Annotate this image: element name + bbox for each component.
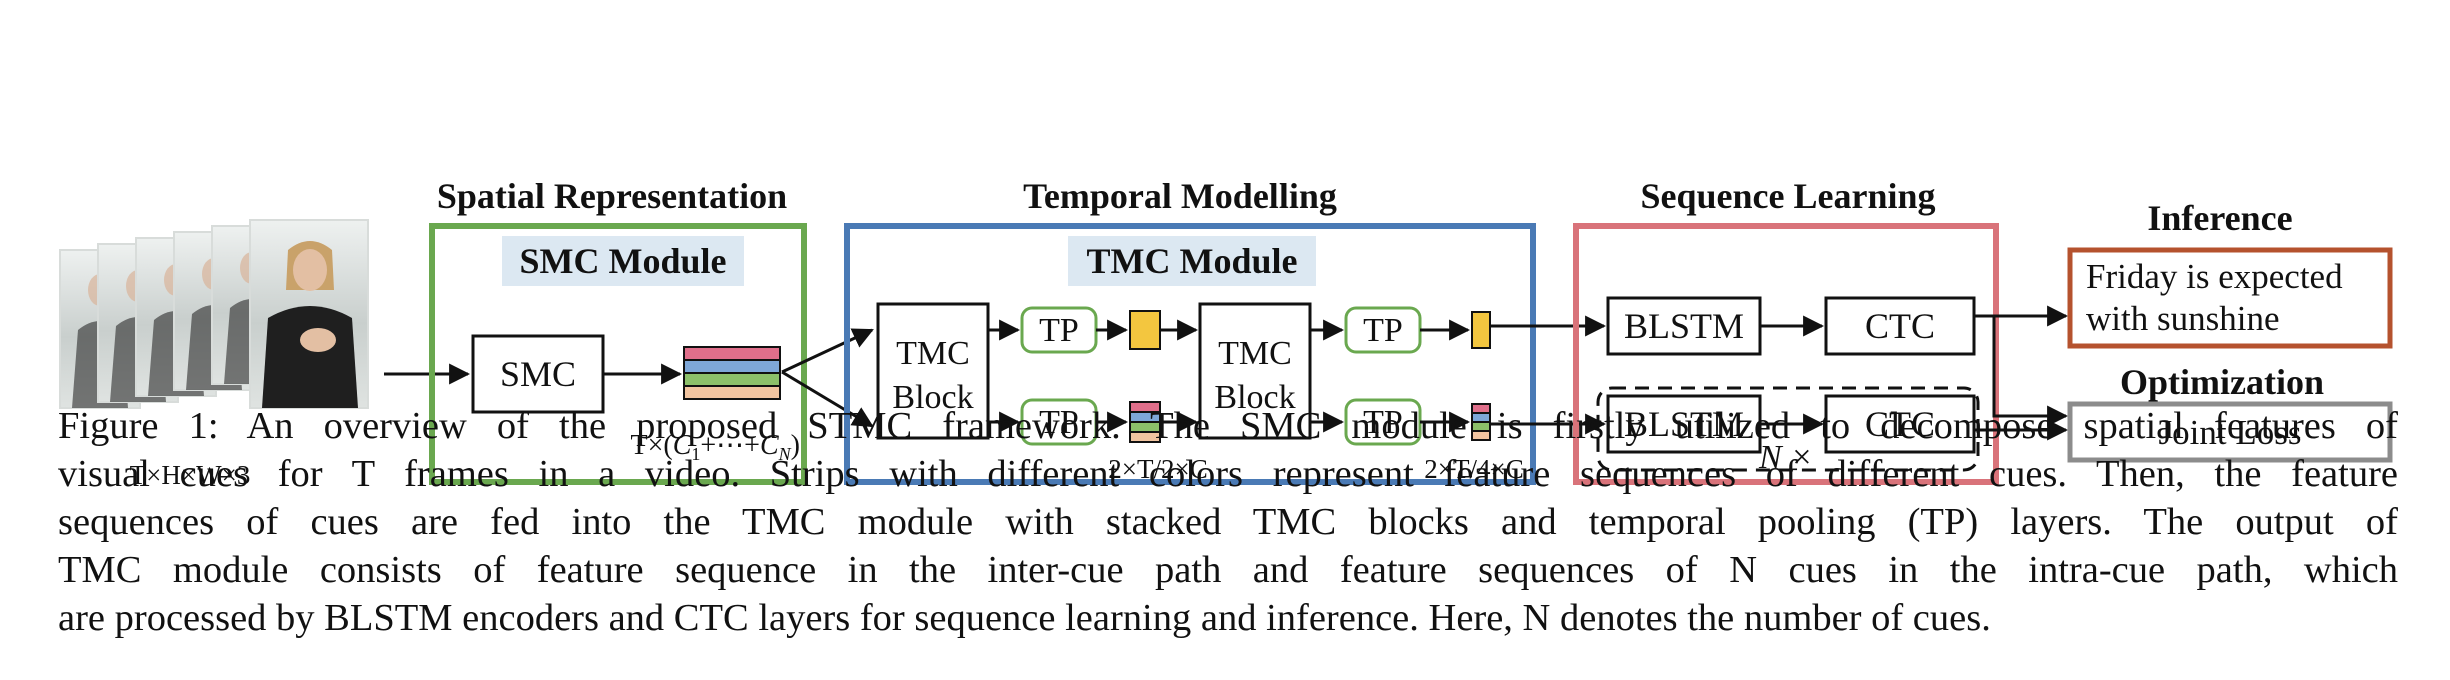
figure-caption: Figure 1: An overview of the proposed ST…	[58, 402, 2398, 642]
smc-module-label: SMC Module	[520, 241, 727, 281]
section-title-spatial: Spatial Representation	[437, 176, 787, 216]
ctc-intra-label: CTC	[1865, 404, 1935, 444]
caption-line-3: sequences of cues are fed into the TMC m…	[58, 501, 2398, 543]
arrow-ctc-inter-to-loss	[1974, 314, 2069, 427]
input-dim-label: T×H×W×3	[130, 460, 251, 490]
section-title-optimization: Optimization	[2120, 362, 2324, 402]
joint-loss-box	[2067, 401, 2393, 463]
caption-line-1: Figure 1: An overview of the proposed ST…	[58, 405, 2398, 447]
section-title-inference: Inference	[2147, 198, 2292, 238]
repeat-n-label: N ×	[1758, 439, 1813, 476]
tp-layer-2-inter-label: TP	[1363, 312, 1403, 349]
tmc-block-2-label-line1: TMC	[1218, 335, 1292, 372]
inference-output-line2: with sunshine	[2086, 299, 2279, 338]
smc-block-label: SMC	[500, 354, 576, 394]
blstm-inter-label: BLSTM	[1624, 306, 1744, 346]
video-frame	[249, 219, 369, 409]
strip-cue-1	[683, 346, 781, 361]
input-video-frames	[59, 219, 369, 409]
sequence-section-box	[1573, 223, 1999, 485]
tmc-block-2	[1198, 302, 1312, 440]
smc-module-label-bg	[502, 236, 744, 286]
smc-block	[471, 334, 605, 414]
ctc-intra-block	[1824, 394, 1976, 454]
arrow-strips-to-tmc-lower	[781, 370, 874, 428]
arrow-strips-to-tmc-upper	[781, 328, 874, 374]
tmc-block-1-label-line1: TMC	[896, 335, 970, 372]
spatial-section-box	[429, 223, 807, 485]
tp-layer-2-intra-label: TP	[1363, 404, 1403, 441]
tp-layer-1-intra-label: TP	[1039, 404, 1079, 441]
caption-line-2: visual cues for T frames in a video. Str…	[58, 453, 2398, 495]
blstm-inter-block	[1606, 296, 1762, 356]
strip-cue-2	[683, 359, 781, 374]
intra-cue-strips-2	[1471, 403, 1491, 441]
caption-line-5: are processed by BLSTM encoders and CTC …	[58, 597, 1991, 639]
strip-cue-4	[1471, 430, 1491, 441]
ctc-inter-block	[1824, 296, 1976, 356]
intra-cue-strips-1	[1129, 401, 1161, 443]
inter-cue-feature-1	[1129, 310, 1161, 350]
tmc-block-2-label-line2: Block	[1214, 379, 1295, 416]
strip-cue-4	[1129, 431, 1161, 443]
dim-label-half: 2×T/2×C	[1108, 454, 1207, 484]
inter-cue-feature-2	[1471, 311, 1491, 349]
section-title-sequence: Sequence Learning	[1640, 176, 1935, 216]
tmc-block-1	[876, 302, 990, 440]
tmc-module-label-bg	[1068, 236, 1316, 286]
inference-output-line1: Friday is expected	[2086, 257, 2343, 296]
blstm-intra-label: BLSTM	[1624, 404, 1744, 444]
strip-cue-4	[683, 385, 781, 400]
section-title-temporal: Temporal Modelling	[1023, 176, 1337, 216]
strip-cue-3	[683, 372, 781, 387]
tp-layer-1-inter-label: TP	[1039, 312, 1079, 349]
dim-label-quarter: 2×T/4×C	[1424, 454, 1523, 484]
joint-loss-label: Joint Loss	[2159, 413, 2302, 452]
temporal-section-box	[844, 223, 1536, 485]
tmc-block-1-label-line2: Block	[892, 379, 973, 416]
tmc-module-label: TMC Module	[1087, 241, 1298, 281]
caption-line-4: TMC module consists of feature sequence …	[58, 549, 2398, 591]
smc-output-dim-label: T×(C1+⋯+CN)	[630, 430, 800, 464]
spatial-feature-strips	[683, 346, 781, 400]
inference-output-box	[2067, 247, 2393, 349]
ctc-inter-label: CTC	[1865, 306, 1935, 346]
